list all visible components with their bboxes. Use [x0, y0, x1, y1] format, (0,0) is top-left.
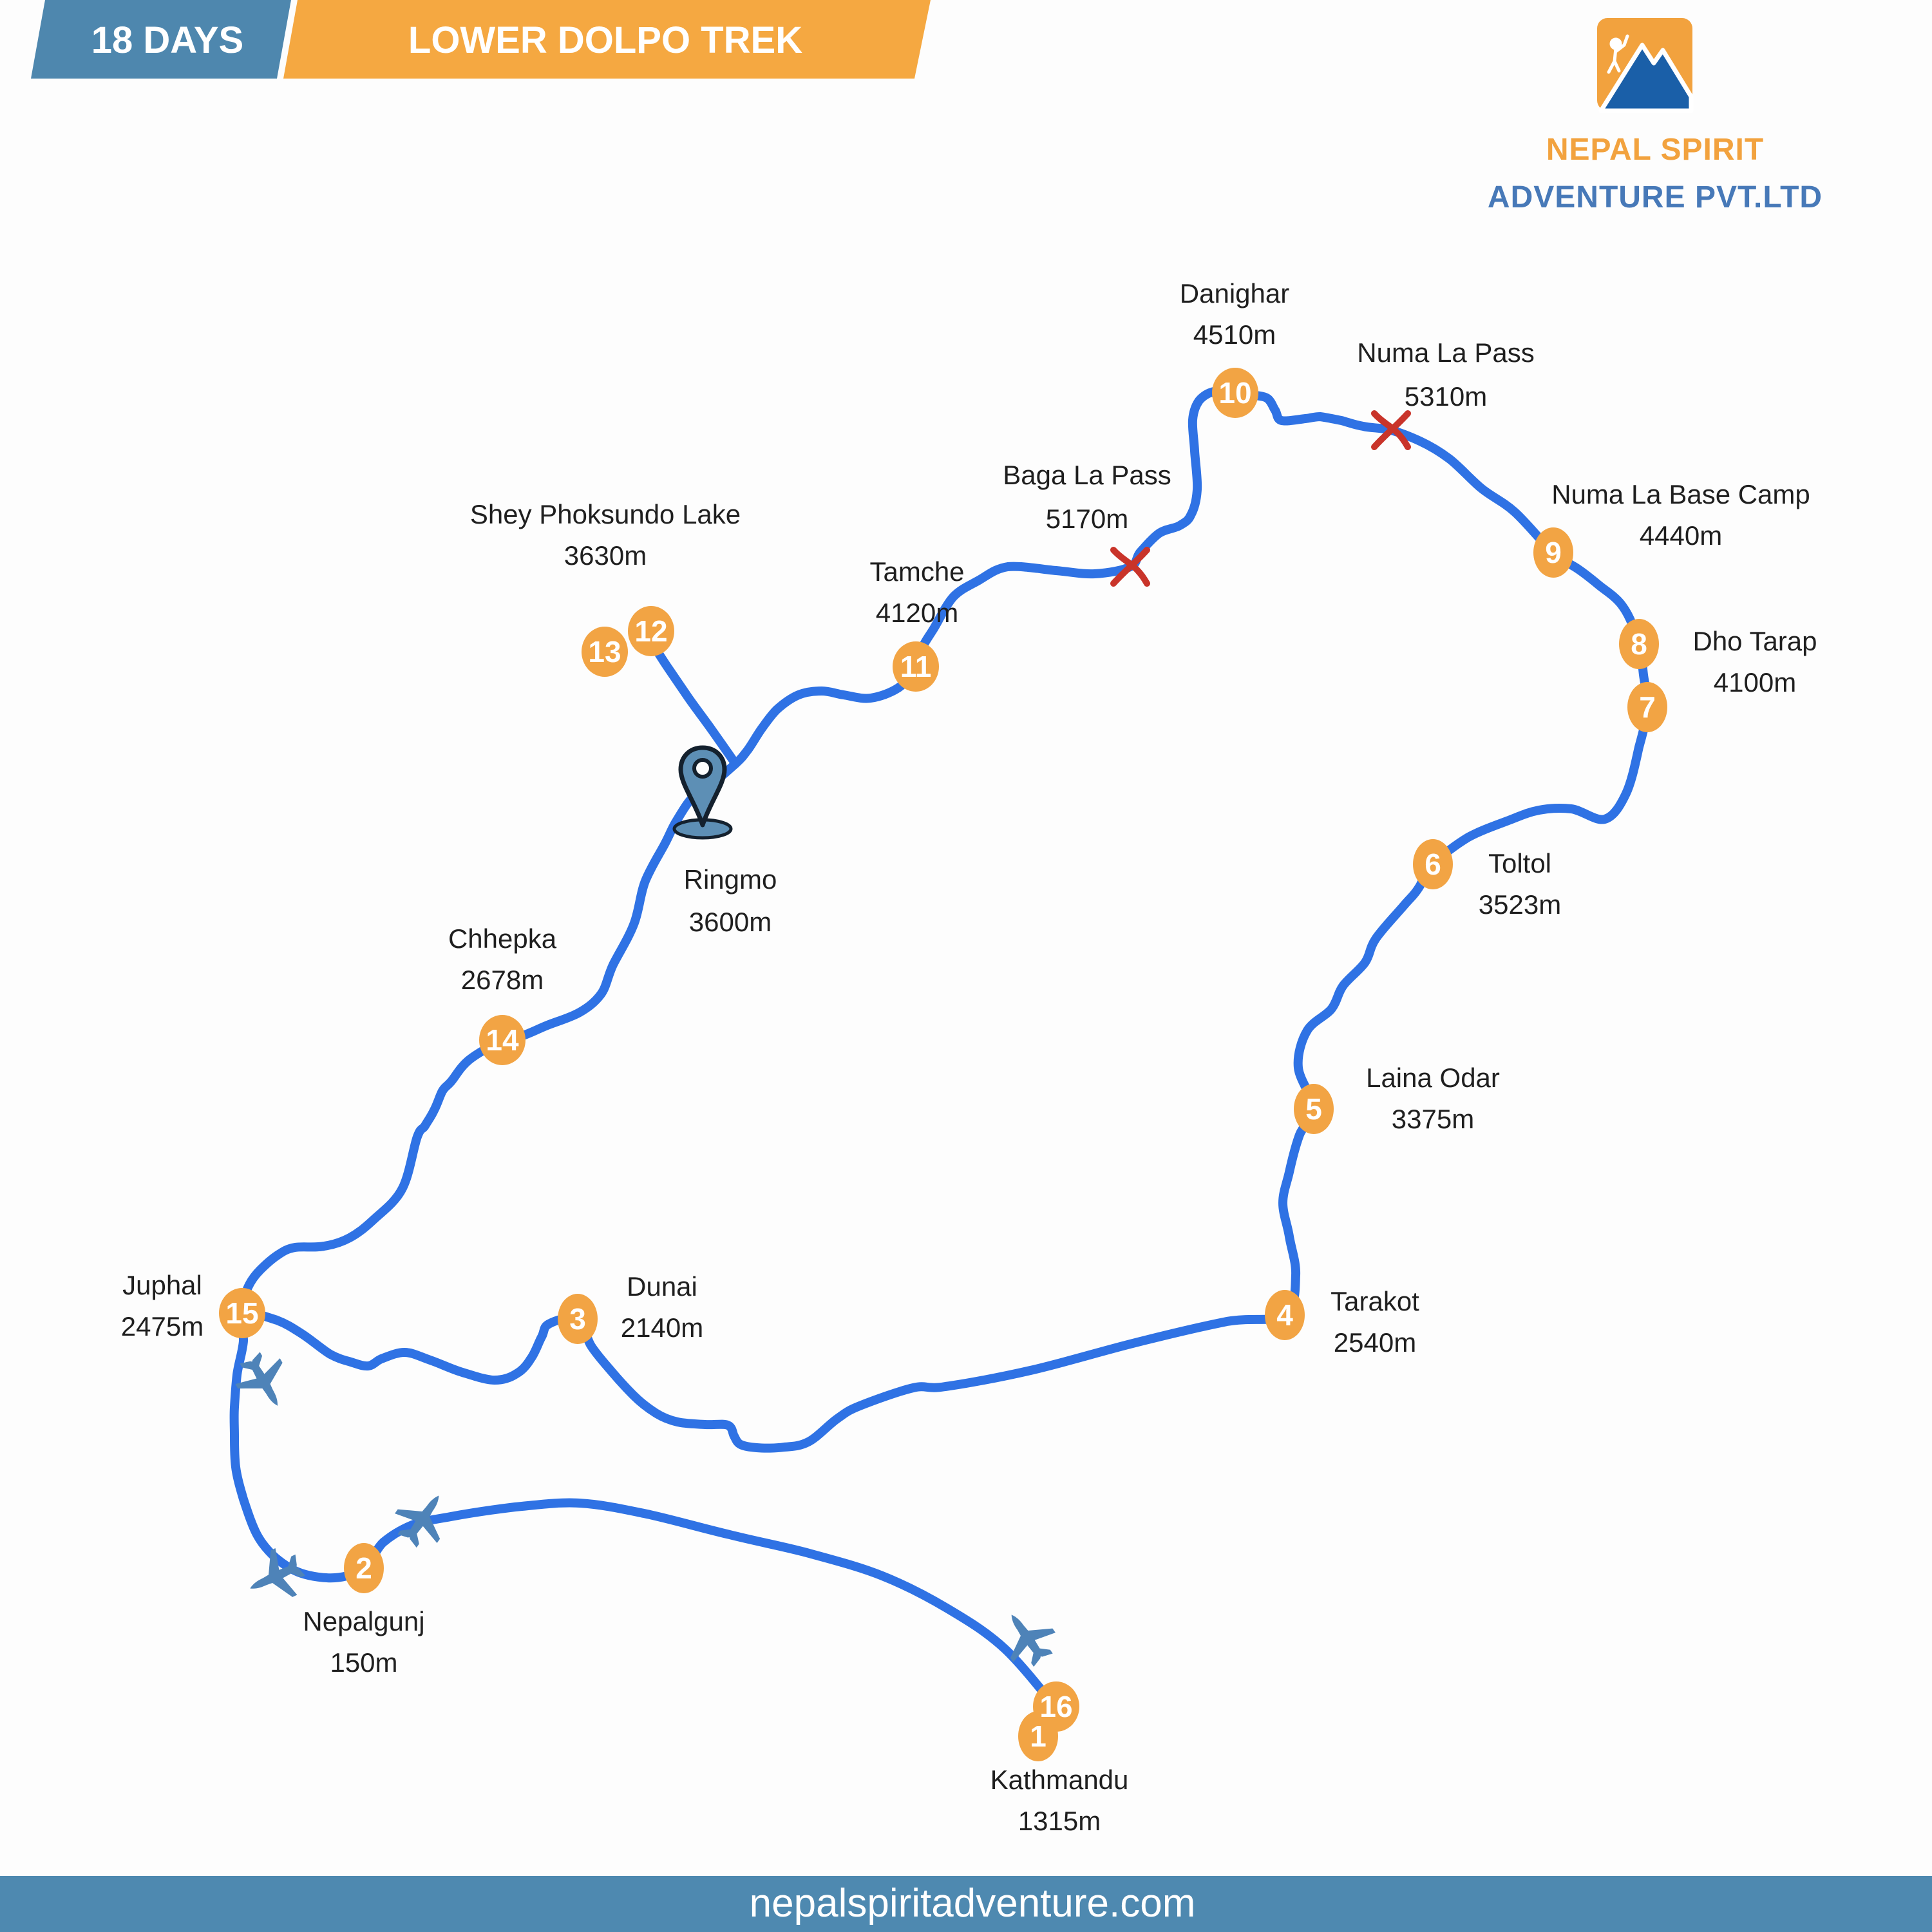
- footer-bar-shape: [0, 1876, 1932, 1932]
- station-name-label: Dho Tarap: [1692, 626, 1817, 656]
- waypoint-marker-4: 4: [1265, 1290, 1305, 1340]
- trek-route-spur: [650, 642, 740, 768]
- waypoint-marker-8: 8: [1619, 619, 1659, 669]
- airplane-icon-4: [1010, 1615, 1056, 1667]
- waypoint-number: 12: [634, 614, 667, 648]
- waypoint-marker-3: 3: [558, 1294, 598, 1344]
- station-elevation-label: 150m: [330, 1647, 397, 1678]
- company-logo: NEPAL SPIRIT ADVENTURE PVT.LTD: [1488, 18, 1823, 214]
- station-elevation-label: 1315m: [1018, 1806, 1101, 1836]
- pass-name-label: Baga La Pass: [1003, 460, 1171, 490]
- station-elevation-label: 2475m: [121, 1311, 204, 1341]
- station-name-label: Tamche: [869, 556, 964, 587]
- waypoint-marker-7: 7: [1627, 682, 1667, 732]
- station-elevation-label: 2140m: [621, 1312, 703, 1343]
- station-name-label: Kathmandu: [990, 1765, 1129, 1795]
- waypoint-number: 7: [1639, 690, 1656, 724]
- waypoint-number: 4: [1276, 1298, 1293, 1332]
- pass-x-icon: [1371, 410, 1411, 450]
- footer-url: nepalspiritadventure.com: [750, 1881, 1196, 1926]
- station-elevation-label: 4120m: [876, 598, 958, 628]
- header-badges: 18 DAYS LOWER DOLPO TREK: [31, 0, 931, 79]
- station-elevation-label: 4510m: [1193, 319, 1276, 350]
- waypoint-marker-13: 13: [582, 627, 628, 677]
- waypoint-number: 9: [1545, 536, 1562, 569]
- waypoint-number: 14: [486, 1023, 519, 1057]
- waypoint-number: 15: [225, 1296, 258, 1330]
- waypoint-number: 5: [1305, 1092, 1322, 1126]
- waypoint-marker-10: 10: [1212, 368, 1258, 418]
- title-badge-shape: [283, 0, 931, 79]
- days-badge-label: 18 DAYS: [91, 19, 243, 61]
- pass-name-label: Numa La Pass: [1357, 337, 1534, 368]
- station-name-label: Dunai: [627, 1271, 697, 1302]
- logo-mountain-icon: [1598, 43, 1694, 113]
- waypoint-number: 13: [588, 635, 621, 668]
- station-name-label: Nepalgunj: [303, 1606, 424, 1636]
- station-name-label: Toltol: [1488, 848, 1551, 878]
- plane-layer: [235, 1352, 1056, 1667]
- station-elevation-label: 3375m: [1392, 1104, 1474, 1134]
- pass-x-icon: [1110, 547, 1150, 587]
- waypoint-number: 10: [1218, 376, 1251, 410]
- station-elevation-label: 2678m: [461, 965, 544, 995]
- title-badge-label: LOWER DOLPO TREK: [408, 19, 802, 61]
- station-name-label: Shey Phoksundo Lake: [470, 499, 741, 529]
- waypoint-marker-14: 14: [479, 1015, 526, 1065]
- map-pin-icon: [672, 745, 733, 840]
- waypoint-marker-5: 5: [1294, 1084, 1334, 1134]
- pass-elevation-label: 5310m: [1405, 381, 1487, 412]
- footer-bar: nepalspiritadventure.com: [0, 1876, 1932, 1932]
- station-name-label: Chhepka: [448, 923, 557, 954]
- station-elevation-label: 2540m: [1334, 1327, 1416, 1358]
- logo-name-line2: ADVENTURE PVT.LTD: [1488, 180, 1823, 214]
- station-elevation-label: 3523m: [1479, 889, 1561, 920]
- waypoint-number: 3: [569, 1302, 586, 1336]
- waypoint-marker-9: 9: [1533, 527, 1573, 578]
- waypoint-marker-2: 2: [344, 1543, 384, 1593]
- pass-layer: [1110, 410, 1411, 587]
- waypoint-marker-12: 12: [628, 606, 674, 656]
- waypoint-marker-16: 16: [1033, 1681, 1079, 1732]
- station-name-label: Danighar: [1180, 278, 1289, 308]
- pin-name-label: Ringmo: [684, 864, 777, 895]
- days-badge-shape: [31, 0, 291, 79]
- waypoint-number: 2: [355, 1551, 372, 1585]
- pin-elevation-label: 3600m: [689, 907, 772, 937]
- airplane-icon-1: [235, 1352, 283, 1406]
- waypoint-number: 8: [1631, 627, 1647, 661]
- pass-elevation-label: 5170m: [1046, 504, 1128, 534]
- airplane-icon-3: [395, 1495, 440, 1548]
- station-name-label: Laina Odar: [1366, 1063, 1500, 1093]
- ringmo-pin-group: [672, 745, 733, 840]
- station-name-label: Tarakot: [1331, 1286, 1419, 1316]
- station-name-label: Numa La Base Camp: [1551, 479, 1810, 509]
- station-elevation-label: 4440m: [1640, 520, 1722, 551]
- waypoint-number: 6: [1425, 848, 1441, 881]
- waypoint-marker-6: 6: [1413, 839, 1453, 889]
- waypoint-number: 16: [1039, 1690, 1072, 1723]
- logo-climber-icon: [1607, 34, 1629, 74]
- airplane-icon-2: [250, 1548, 305, 1597]
- station-elevation-label: 4100m: [1714, 667, 1796, 697]
- waypoint-number: 11: [900, 650, 932, 683]
- waypoint-marker-11: 11: [893, 641, 939, 692]
- station-elevation-label: 3630m: [564, 540, 647, 571]
- station-name-label: Juphal: [122, 1270, 202, 1300]
- waypoint-marker-15: 15: [219, 1288, 265, 1338]
- logo-name-line1: NEPAL SPIRIT: [1546, 133, 1764, 167]
